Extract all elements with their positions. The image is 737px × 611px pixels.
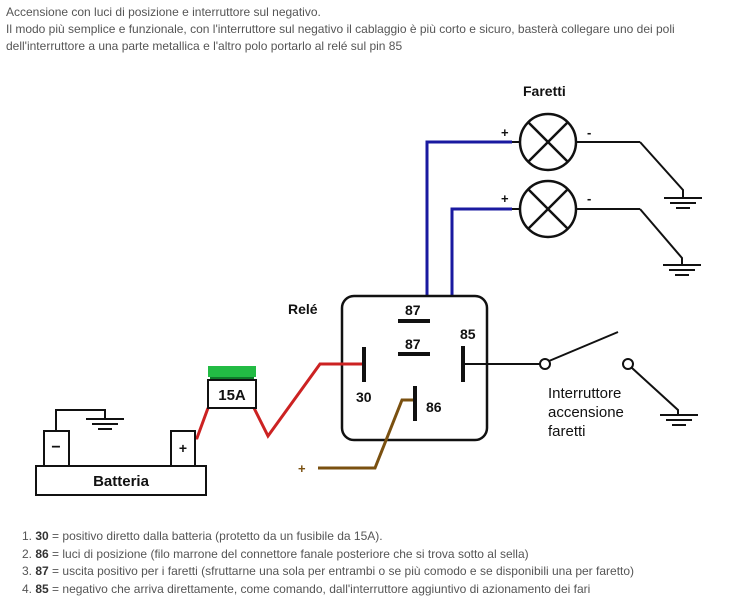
note-item: 1. 30 = positivo diretto dalla batteria … (22, 529, 383, 543)
battery-label: Batteria (93, 473, 150, 490)
switch-symbol (539, 331, 679, 414)
switch-label-line2: accensione (548, 404, 624, 421)
ground-symbol (660, 414, 698, 426)
pin-85-label: 85 (460, 326, 476, 342)
pin-30 (362, 347, 366, 382)
pin-86-label: 86 (426, 399, 442, 415)
battery-positive-terminal (170, 430, 196, 467)
pin-30-label: 30 (356, 389, 372, 405)
pin-87-top-label: 87 (405, 302, 421, 318)
ground-symbol (86, 418, 124, 430)
note-item: 2. 86 = luci di posizione (filo marrone … (22, 546, 529, 561)
pin-87-bottom-label: 87 (405, 336, 421, 352)
pin-87-top (398, 319, 430, 323)
ground-symbol (664, 197, 702, 209)
intro-description: Il modo più semplice e funzionale, con l… (6, 22, 675, 53)
fuse: 15A (207, 366, 257, 409)
pin-86 (413, 386, 417, 421)
faretti-label: Faretti (523, 83, 566, 99)
switch-label-line3: faretti (548, 423, 586, 440)
pin-87-bottom (398, 352, 430, 356)
switch-label-line1: Interruttore (548, 385, 621, 402)
blue-wire-lamp-top (425, 140, 512, 321)
fuse-label: 15A (218, 387, 246, 404)
pin-notes-list: 1. 30 = positivo diretto dalla batteria … (22, 528, 732, 598)
lamp-bottom: + - (501, 179, 683, 264)
note-item: 4. 85 = negativo che arriva direttamente… (22, 581, 591, 596)
battery-minus-label: − (51, 439, 60, 456)
note-item: 3. 87 = uscita positivo per i faretti (s… (22, 564, 635, 578)
lamp-top-minus: - (587, 125, 591, 140)
intro-title: Accensione con luci di posizione e inter… (6, 5, 321, 19)
lamp-top: + - (501, 112, 684, 197)
battery: Batteria − + (35, 409, 207, 496)
ground-symbol (663, 264, 701, 276)
red-wire-30 (252, 362, 362, 439)
relay-box (340, 294, 489, 442)
pin-85 (461, 346, 465, 382)
brown-wire-86 (318, 398, 413, 470)
feed-plus-label: + (298, 461, 306, 476)
lamp-bottom-minus: - (587, 191, 591, 206)
fuse-cap (208, 366, 256, 377)
intro-text: Accensione con luci di posizione e inter… (6, 4, 731, 55)
battery-plus-label: + (179, 440, 187, 456)
lamp-top-plus: + (501, 125, 509, 140)
lamp-bottom-plus: + (501, 191, 509, 206)
relay-label: Relé (288, 301, 318, 317)
